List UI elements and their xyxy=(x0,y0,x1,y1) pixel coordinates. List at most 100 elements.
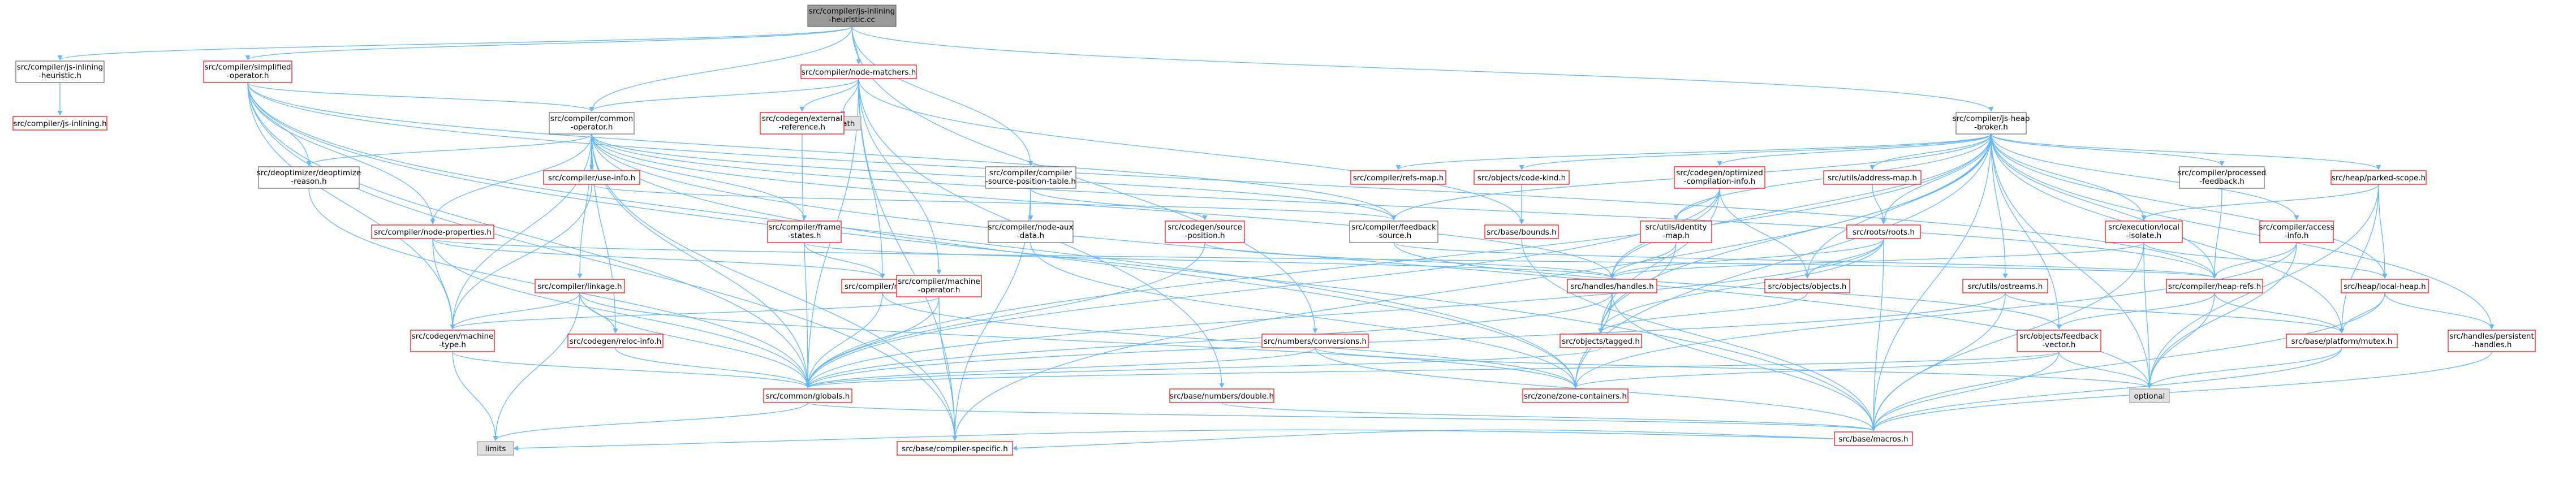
node-root-box xyxy=(807,5,897,27)
edge-cspt-to-srcpos xyxy=(1030,188,1208,220)
node-objects-label-0: src/objects/objects.h xyxy=(1768,282,1847,291)
edge-optinfo-to-idmap xyxy=(1673,188,1720,220)
node-nprops[interactable]: src/compiler/node-properties.h xyxy=(371,224,494,239)
node-addrmap[interactable]: src/utils/address-map.h xyxy=(1823,170,1922,185)
node-numconv-box xyxy=(1261,334,1369,348)
node-root[interactable]: src/compiler/js-inlining-heuristic.cc xyxy=(807,5,897,27)
node-cspt[interactable]: src/compiler/compiler-source-position-ta… xyxy=(985,166,1076,189)
node-double[interactable]: src/base/numbers/double.h xyxy=(1169,388,1274,403)
node-fsrc[interactable]: src/compiler/feedback-source.h xyxy=(1349,220,1438,243)
node-codekind[interactable]: src/objects/code-kind.h xyxy=(1474,170,1570,185)
node-mutex[interactable]: src/base/platform/mutex.h xyxy=(2286,334,2398,348)
edge-jhb-to-persist xyxy=(1991,133,2495,330)
edge-jhb-to-objects xyxy=(1804,133,1992,279)
node-execiso[interactable]: src/execution/local-isolate.h xyxy=(2105,220,2183,243)
node-parked-box xyxy=(2331,170,2427,185)
node-roots-box xyxy=(1846,224,1921,239)
node-handles[interactable]: src/handles/handles.h xyxy=(1567,279,1657,293)
node-codekind-box xyxy=(1474,170,1570,185)
node-zone[interactable]: src/zone/zone-containers.h xyxy=(1522,388,1629,403)
edge-jhb-to-codekind xyxy=(1519,133,1992,170)
node-fvec-box xyxy=(2017,330,2101,352)
node-codekind-label-0: src/objects/code-kind.h xyxy=(1477,174,1566,183)
edge-fvec-to-globals xyxy=(805,351,2060,388)
node-localheap[interactable]: src/heap/local-heap.h xyxy=(2341,279,2429,293)
node-naux-box xyxy=(988,220,1074,243)
node-fstates-label-0: src/compiler/frame xyxy=(768,223,841,232)
node-roots-label-0: src/roots/roots.h xyxy=(1853,228,1915,237)
node-useinfo[interactable]: src/compiler/use-info.h xyxy=(543,170,640,185)
node-double-label-0: src/base/numbers/double.h xyxy=(1170,392,1274,401)
node-localheap-label-0: src/heap/local-heap.h xyxy=(2344,282,2426,291)
node-execiso-label-1: -isolate.h xyxy=(2126,231,2161,240)
node-fsrc-label-1: -source.h xyxy=(1376,231,1412,240)
node-naux-label-0: src/compiler/node-aux xyxy=(988,223,1074,232)
edge-fstates-to-node xyxy=(804,242,885,279)
node-macros[interactable]: src/base/macros.h xyxy=(1834,431,1913,446)
node-procfb[interactable]: src/compiler/processed-feedback.h xyxy=(2178,166,2266,189)
edge-heaprefs-to-mutex xyxy=(2214,292,2345,334)
edge-nmatch-to-mop xyxy=(858,78,942,275)
edge-mutex-to-macros xyxy=(1871,347,2342,431)
edge-simp-to-compspec xyxy=(247,82,958,441)
node-mtype[interactable]: src/codegen/machine-type.h xyxy=(410,330,495,352)
node-optinfo[interactable]: src/codegen/optimized-compilation-info.h xyxy=(1674,166,1765,189)
node-cop[interactable]: src/compiler/common-operator.h xyxy=(549,112,635,135)
edge-jhb-to-ostreams xyxy=(1991,133,2008,279)
edge-execiso-to-handles xyxy=(1609,242,2144,279)
node-reloc[interactable]: src/codegen/reloc-info.h xyxy=(567,334,664,348)
node-ext[interactable]: src/codegen/external-reference.h xyxy=(760,112,845,135)
node-mop[interactable]: src/compiler/machine-operator.h xyxy=(896,275,982,297)
edge-mutex-to-optional xyxy=(2147,347,2342,388)
edge-roots-to-globals xyxy=(805,238,1884,388)
node-compspec[interactable]: src/base/compiler-specific.h xyxy=(897,441,1013,456)
node-optional[interactable]: optional xyxy=(2129,388,2170,403)
node-idmap-label-0: src/utils/identity xyxy=(1645,223,1707,232)
node-srcpos[interactable]: src/codegen/source-position.h xyxy=(1165,220,1245,243)
node-access[interactable]: src/compiler/access-info.h xyxy=(2259,220,2334,243)
node-jhb-label-1: -broker.h xyxy=(1974,123,2008,132)
node-fvec[interactable]: src/objects/feedback-vector.h xyxy=(2017,330,2101,352)
node-root-label-0: src/compiler/js-inlining xyxy=(809,7,895,16)
node-bounds-box xyxy=(1484,224,1559,239)
node-fstates[interactable]: src/compiler/frame-states.h xyxy=(767,220,842,243)
node-idmap[interactable]: src/utils/identity-map.h xyxy=(1640,220,1712,243)
node-deopt[interactable]: src/deoptimizer/deoptimize-reason.h xyxy=(257,166,361,189)
node-jih[interactable]: src/compiler/js-inlining-heuristic.h xyxy=(15,60,105,83)
edge-cop-to-mtype xyxy=(450,133,592,330)
node-globals[interactable]: src/common/globals.h xyxy=(763,388,852,403)
node-ostreams[interactable]: src/utils/ostreams.h xyxy=(1962,279,2048,293)
edge-node-to-zone xyxy=(882,292,1578,388)
node-procfb-box xyxy=(2179,166,2265,189)
node-double-box xyxy=(1169,388,1274,403)
node-deopt-label-1: -reason.h xyxy=(291,177,326,186)
node-jih-box xyxy=(15,60,105,83)
node-access-label-0: src/compiler/access xyxy=(2259,223,2334,232)
node-mtype-label-0: src/codegen/machine xyxy=(412,332,494,341)
node-persist[interactable]: src/handles/persistent-handles.h xyxy=(2448,330,2536,352)
node-simp[interactable]: src/compiler/simplified-operator.h xyxy=(203,60,292,83)
node-roots[interactable]: src/roots/roots.h xyxy=(1846,224,1921,239)
node-refsmap-label-0: src/compiler/refs-map.h xyxy=(1353,174,1444,183)
node-linkage[interactable]: src/compiler/linkage.h xyxy=(535,279,625,293)
node-zone-box xyxy=(1522,388,1629,403)
node-nmatch[interactable]: src/compiler/node-matchers.h xyxy=(800,64,917,79)
edge-cop-to-handles xyxy=(591,133,1615,279)
edge-root-to-cop xyxy=(589,26,852,112)
node-numconv[interactable]: src/numbers/conversions.h xyxy=(1261,334,1369,348)
node-parked[interactable]: src/heap/parked-scope.h xyxy=(2331,170,2427,185)
edge-cop-to-reloc xyxy=(591,133,618,334)
node-tagged[interactable]: src/objects/tagged.h xyxy=(1560,334,1642,348)
node-limits[interactable]: limits xyxy=(477,441,514,456)
node-compspec-box xyxy=(897,441,1013,456)
node-optinfo-box xyxy=(1674,166,1765,189)
edge-parked-to-localheap xyxy=(2378,184,2388,279)
node-bounds[interactable]: src/base/bounds.h xyxy=(1484,224,1559,239)
node-refsmap[interactable]: src/compiler/refs-map.h xyxy=(1350,170,1446,185)
node-naux[interactable]: src/compiler/node-aux-data.h xyxy=(988,220,1074,243)
node-jinl[interactable]: src/compiler/js-inlining.h xyxy=(12,116,107,131)
node-jhb[interactable]: src/compiler/js-heap-broker.h xyxy=(1953,112,2030,135)
node-heaprefs[interactable]: src/compiler/heap-refs.h xyxy=(2166,279,2263,293)
node-jhb-box xyxy=(1955,112,2027,135)
node-objects[interactable]: src/objects/objects.h xyxy=(1764,279,1850,293)
